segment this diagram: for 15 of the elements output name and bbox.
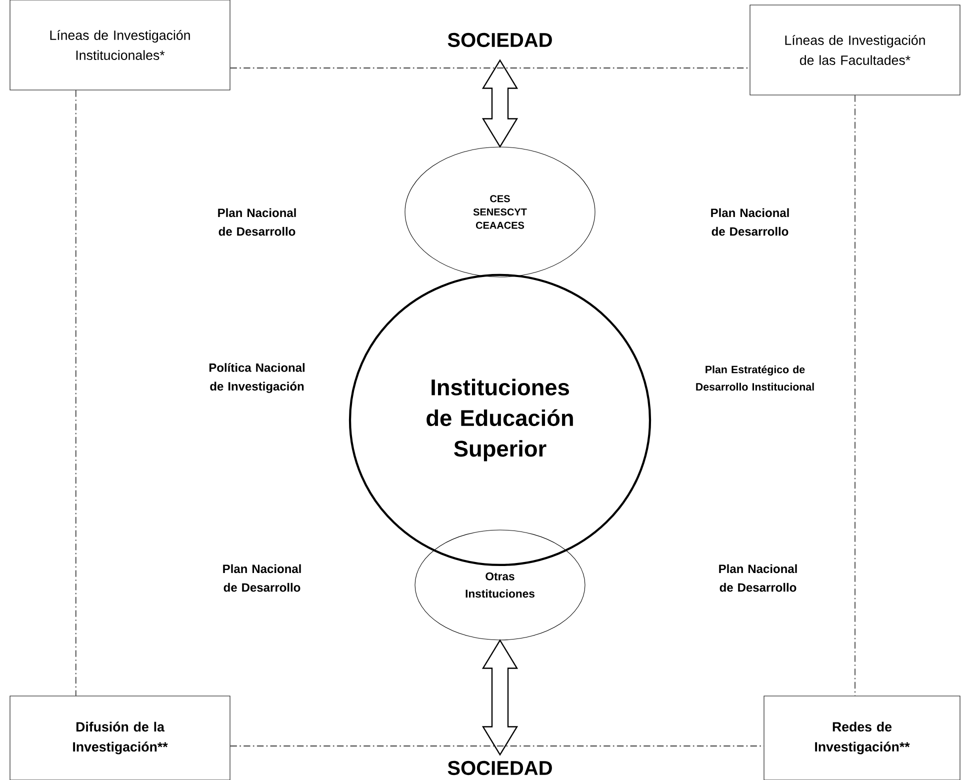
side-label: Plan Nacional de Desarrollo [711,208,789,236]
side-label: Plan Nacional de Desarrollo [719,564,797,592]
side-label: Política Nacional de Investigación [209,362,304,393]
label-box: Líneas de Investigación Institucionales* [10,0,230,90]
heading-text: SOCIEDAD [448,32,552,48]
label-box: Difusión de la Investigación** [10,696,230,780]
heading-text: SOCIEDAD [448,760,552,776]
circle-node: Instituciones de Educación Superior [348,274,652,566]
side-label: Plan Nacional de Desarrollo [218,208,296,236]
label-box: Redes de Investigación** [764,696,960,780]
ellipse-node: CES SENESCYT CEAACES [404,146,596,278]
side-label: Plan Nacional de Desarrollo [223,564,301,592]
side-label: Plan Estratégico de Desarrollo Institucional [696,365,814,391]
ellipse-node: Otras Instituciones [414,530,586,640]
label-box: Líneas de Investigación de las Facultades* [750,4,960,96]
